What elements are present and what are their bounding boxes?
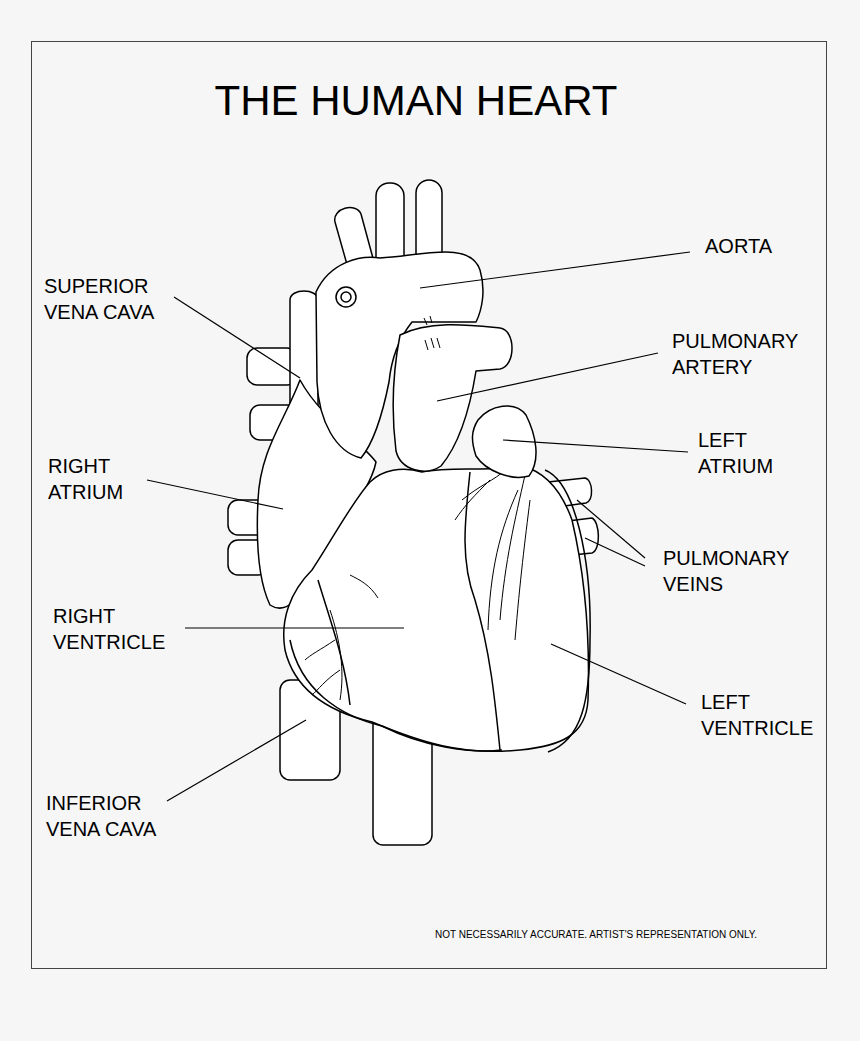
part-label: INFERIOR VENA CAVA: [46, 790, 174, 842]
part-label: RIGHT VENTRICLE: [53, 603, 181, 655]
part-label: SUPERIOR VENA CAVA: [44, 273, 172, 325]
ventricles: [305, 470, 530, 700]
pulmonary-artery: [424, 316, 440, 350]
leader-line: [503, 440, 688, 452]
leader-line: [147, 252, 690, 801]
part-label: AORTA: [705, 233, 772, 259]
aorta: [341, 292, 351, 302]
part-label: LEFT VENTRICLE: [701, 689, 829, 741]
ventricles: [284, 466, 590, 752]
leader-line: [167, 720, 306, 801]
leader-line: [185, 627, 404, 628]
leader-line: [551, 644, 686, 704]
leader-line: [585, 538, 645, 566]
ventricles: [284, 466, 589, 751]
leader-line: [147, 480, 283, 509]
diagram-title: THE HUMAN HEART: [215, 80, 618, 122]
part-label: LEFT ATRIUM: [698, 427, 793, 479]
ventricles: [290, 640, 502, 751]
ventricles: [318, 580, 350, 705]
leader-line: [437, 353, 658, 401]
part-label: PULMONARY ARTERY: [672, 328, 817, 380]
part-label: PULMONARY VEINS: [663, 545, 808, 597]
ventricles: [465, 472, 500, 750]
aorta: [336, 287, 356, 307]
part-label: RIGHT ATRIUM: [48, 453, 148, 505]
ventricles: [545, 470, 590, 752]
leader-line: [420, 252, 690, 288]
leader-line: [577, 500, 645, 558]
disclaimer-note: NOT NECESSARILY ACCURATE. ARTIST'S REPRE…: [435, 929, 757, 941]
leader-line: [174, 297, 300, 378]
